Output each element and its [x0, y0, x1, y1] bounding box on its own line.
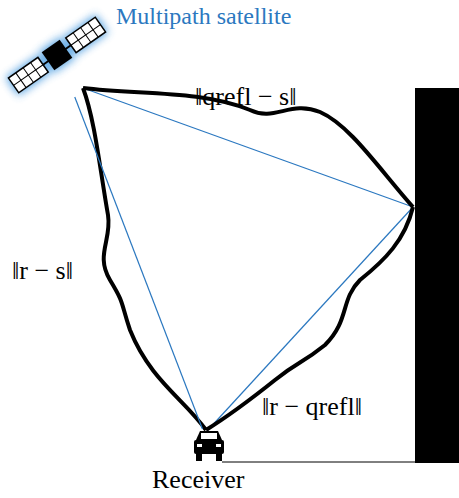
wall: [415, 88, 459, 463]
distance-label: ‖qrefl − s‖: [195, 82, 296, 112]
distance-label: ‖r − s‖: [12, 256, 73, 286]
ground-line: [222, 462, 415, 463]
satellite-node: Multipath satellite: [20, 15, 98, 97]
signal-path: [206, 207, 413, 430]
reflected-ray: [208, 207, 413, 430]
receiver-node: Receiver: [192, 429, 226, 463]
signal-path: [83, 88, 206, 430]
car-icon: [194, 431, 224, 461]
heading: Multipath satellite: [116, 3, 291, 30]
distance-label: ‖r − qrefl‖: [262, 392, 362, 422]
direct-ray: [75, 97, 203, 429]
node-label: Receiver: [152, 465, 244, 495]
satellite-icon: [4, 13, 109, 97]
